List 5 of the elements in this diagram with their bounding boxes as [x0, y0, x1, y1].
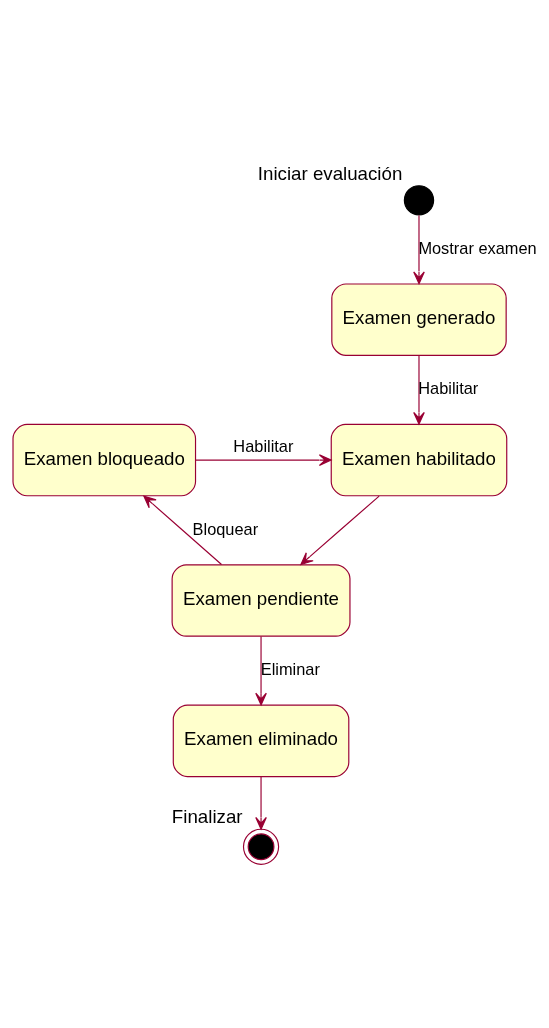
edge-label: Eliminar: [260, 659, 320, 678]
edge-label: Bloquear: [192, 519, 259, 538]
node-label: Iniciar evaluación: [257, 162, 403, 184]
edge-label: Habilitar: [233, 436, 294, 455]
node-label: Finalizar: [171, 805, 243, 827]
